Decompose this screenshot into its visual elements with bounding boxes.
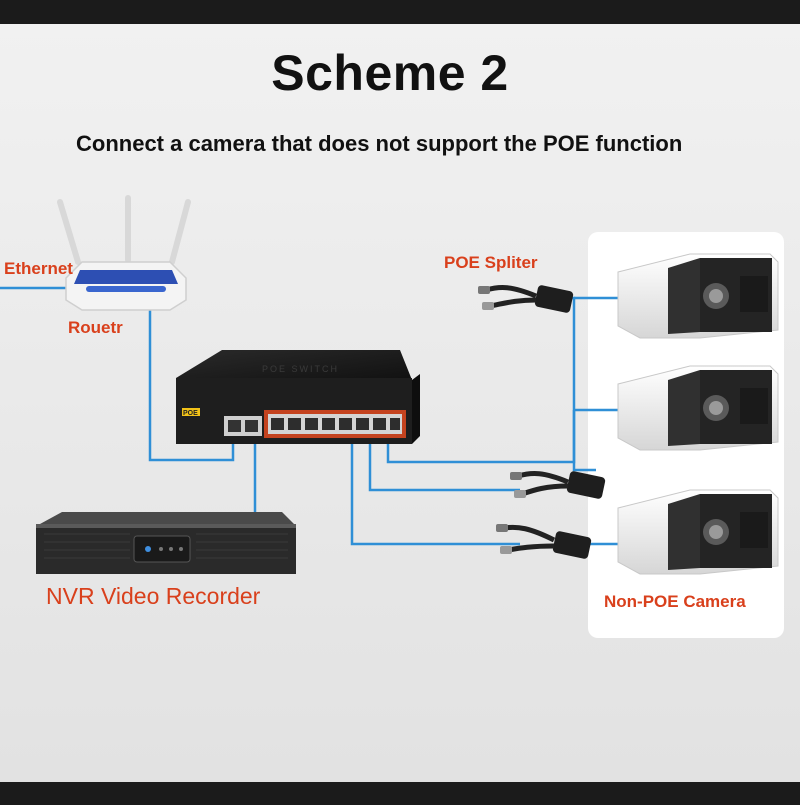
switch-badge: POE [183, 410, 198, 417]
cable-port-b [368, 440, 520, 492]
label-non-poe-camera: Non-POE Camera [604, 592, 746, 611]
page-subtitle: Connect a camera that does not support t… [76, 131, 683, 156]
switch-top-text: POE SWITCH [262, 364, 339, 374]
label-router: Rouetr [68, 318, 123, 337]
top-band [0, 0, 800, 24]
page-title: Scheme 2 [271, 45, 509, 101]
poe-switch-icon: POE SWITCH POE [176, 350, 420, 444]
cable-router-switch [148, 310, 235, 462]
cable-splitter2-camera [572, 408, 618, 472]
nvr-icon [36, 512, 296, 574]
label-ethernet: Ethernet [4, 259, 73, 278]
label-poe-splitter: POE Spliter [444, 253, 538, 272]
router-icon [57, 195, 191, 311]
poe-splitter-icon [478, 285, 606, 559]
label-nvr: NVR Video Recorder [46, 583, 261, 609]
camera-icon [617, 253, 779, 575]
bottom-band [0, 782, 800, 800]
cable-port-c [350, 440, 520, 546]
